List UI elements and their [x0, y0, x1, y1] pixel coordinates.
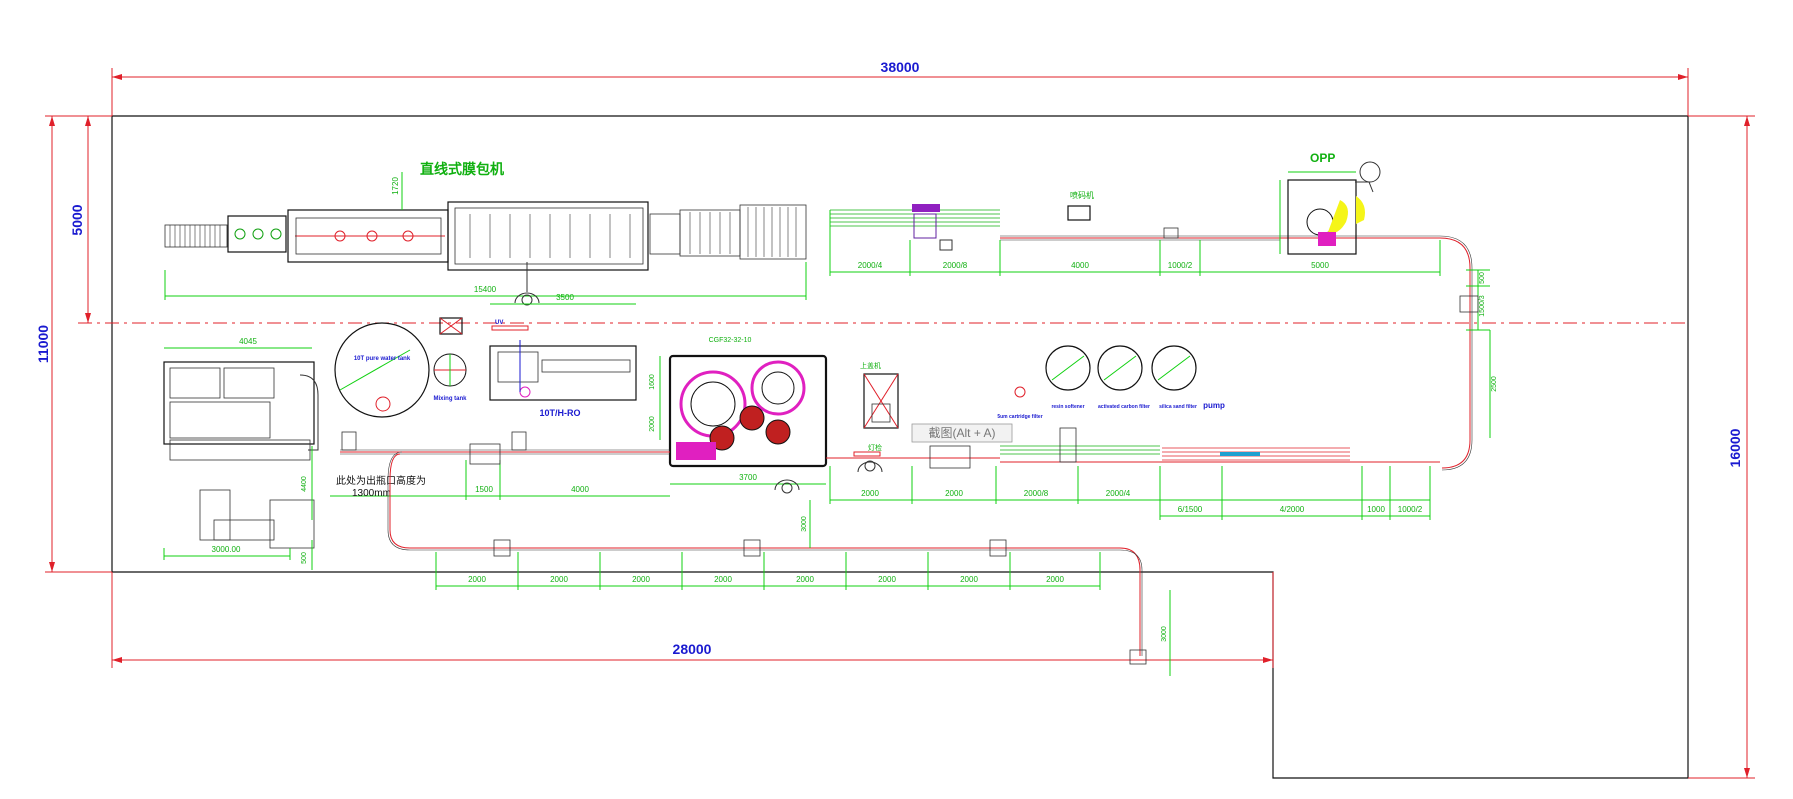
right-leg-2: 1500/3 [1479, 295, 1486, 317]
conveyor-mid-dim: 4000 [571, 485, 589, 494]
conveyor-left-dim: 1500 [475, 485, 493, 494]
return-height-dim: 3000 [1161, 626, 1168, 642]
cap-elevator-label: 上盖机 [860, 361, 881, 370]
pure-water-tank: 10T pure water tank [334, 322, 430, 418]
top-seg-2: 2000/8 [943, 261, 968, 270]
mixing-tank: Mixing tank [433, 317, 467, 402]
top-seg-5: 5000 [1311, 261, 1329, 270]
outlet-note: 此处为出瓶口高度为 [336, 474, 426, 487]
shrink-wrapper-line: 直线式膜包机 [164, 161, 807, 306]
palletizer-side2-dim: 500 [301, 552, 308, 564]
palletizer-dim: 4045 [239, 337, 257, 346]
opp-label: OPP [1310, 151, 1335, 165]
building-outline [78, 115, 1689, 779]
pure-water-tank-label: 10T pure water tank [354, 356, 411, 362]
ro-label: 10T/H-RO [539, 408, 580, 418]
dim-overall-height-left: 11000 [35, 115, 112, 573]
right-leg-1: 500 [1479, 272, 1486, 284]
ink-jet-printer: 喷码机 [1067, 190, 1094, 221]
water-filters: 5um cartridge filter resin softener acti… [997, 345, 1225, 420]
bottom-seg-7: 1000 [1367, 505, 1385, 514]
palletizer-side-dim: 4400 [301, 476, 308, 492]
cartridge-filter-label: 5um cartridge filter [997, 414, 1042, 420]
bottom-seg-3: 2000/8 [1024, 489, 1049, 498]
dim-overall-width: 38000 [111, 59, 1689, 116]
upper-zone-label: 5000 [69, 204, 85, 235]
filler-width-dim: 3700 [739, 473, 757, 482]
pump-label: pump [1203, 401, 1225, 410]
right-leg-3: 2500 [1491, 376, 1498, 392]
lower-seg-2: 2000 [550, 575, 568, 584]
bottom-seg-4: 2000/4 [1106, 489, 1131, 498]
bottom-seg-5: 6/1500 [1178, 505, 1203, 514]
ro-width-dim: 3500 [556, 293, 574, 302]
lower-width-label: 28000 [673, 641, 712, 657]
light-check: 灯检 [853, 443, 883, 473]
lower-seg-1: 2000 [468, 575, 486, 584]
lower-seg-8: 2000 [1046, 575, 1064, 584]
palletizer-bottom-dim: 3000.00 [212, 545, 241, 554]
top-seg-3: 4000 [1071, 261, 1089, 270]
resin-softener-label: resin softener [1051, 404, 1084, 410]
tooltip-text: 截图(Alt + A) [928, 426, 995, 440]
uv-label: UV [495, 320, 503, 326]
infeed-roller [164, 224, 228, 248]
ro-system: UV 3500 10T/H-RO [489, 293, 637, 418]
filler-label: CGF32-32-10 [709, 337, 752, 344]
lower-conveyor: 2000 2000 2000 2000 2000 2000 2000 2000 … [387, 451, 1171, 676]
dim-lower-width: 28000 [111, 572, 1274, 668]
ink-jet-label: 喷码机 [1070, 190, 1094, 200]
lower-seg-6: 2000 [878, 575, 896, 584]
shrink-wrapper-title: 直线式膜包机 [420, 161, 504, 177]
shrink-height-dim: 1720 [391, 177, 400, 195]
upper-conveyor: 喷码机 2000/4 2000/8 4000 1000/2 5000 [829, 190, 1473, 471]
light-check-label: 灯检 [868, 443, 882, 452]
palletizer-area: 4045 3000.00 4400 500 [163, 337, 319, 570]
overall-height-left-label: 11000 [35, 325, 51, 363]
bottom-seg-2: 2000 [945, 489, 963, 498]
bottom-seg-1: 2000 [861, 489, 879, 498]
screenshot-tooltip: 截图(Alt + A) [911, 423, 1013, 443]
filler-side-dim: 2000 [649, 416, 656, 432]
lower-seg-4: 2000 [714, 575, 732, 584]
lower-seg-7: 2000 [960, 575, 978, 584]
filler-height-dim: 1600 [649, 374, 656, 390]
right-leg-dims: 500 1500/3 2500 [1459, 269, 1498, 438]
middle-conveyor: 2000 2000 2000/8 2000/4 6/1500 4/2000 10… [330, 427, 1440, 520]
cap-elevator: 上盖机 [860, 361, 899, 429]
bottle-rinser [912, 204, 953, 251]
bottom-seg-6: 4/2000 [1280, 505, 1305, 514]
top-seg-4: 1000/2 [1168, 261, 1193, 270]
overall-height-right-label: 16000 [1727, 428, 1743, 467]
dim-overall-height-right: 16000 [1688, 115, 1755, 779]
outlet-height: 1300mm [352, 488, 391, 499]
dim-upper-zone: 5000 [69, 116, 91, 323]
sand-filter-label: silica sand filter [1159, 404, 1197, 410]
lower-seg-3: 2000 [632, 575, 650, 584]
carbon-filter-label: activated carbon filter [1098, 404, 1150, 410]
bottom-seg-8: 1000/2 [1398, 505, 1423, 514]
lower-seg-5: 2000 [796, 575, 814, 584]
filler-monoblock: CGF32-32-10 3700 1600 2000 [649, 337, 828, 494]
mixing-tank-label: Mixing tank [433, 396, 467, 402]
drop-height-dim: 3000 [801, 516, 808, 532]
top-seg-1: 2000/4 [858, 261, 883, 270]
shrink-length-dim: 15400 [474, 285, 497, 294]
overall-width-label: 38000 [881, 59, 920, 75]
opp-labeler: OPP [1279, 151, 1381, 255]
